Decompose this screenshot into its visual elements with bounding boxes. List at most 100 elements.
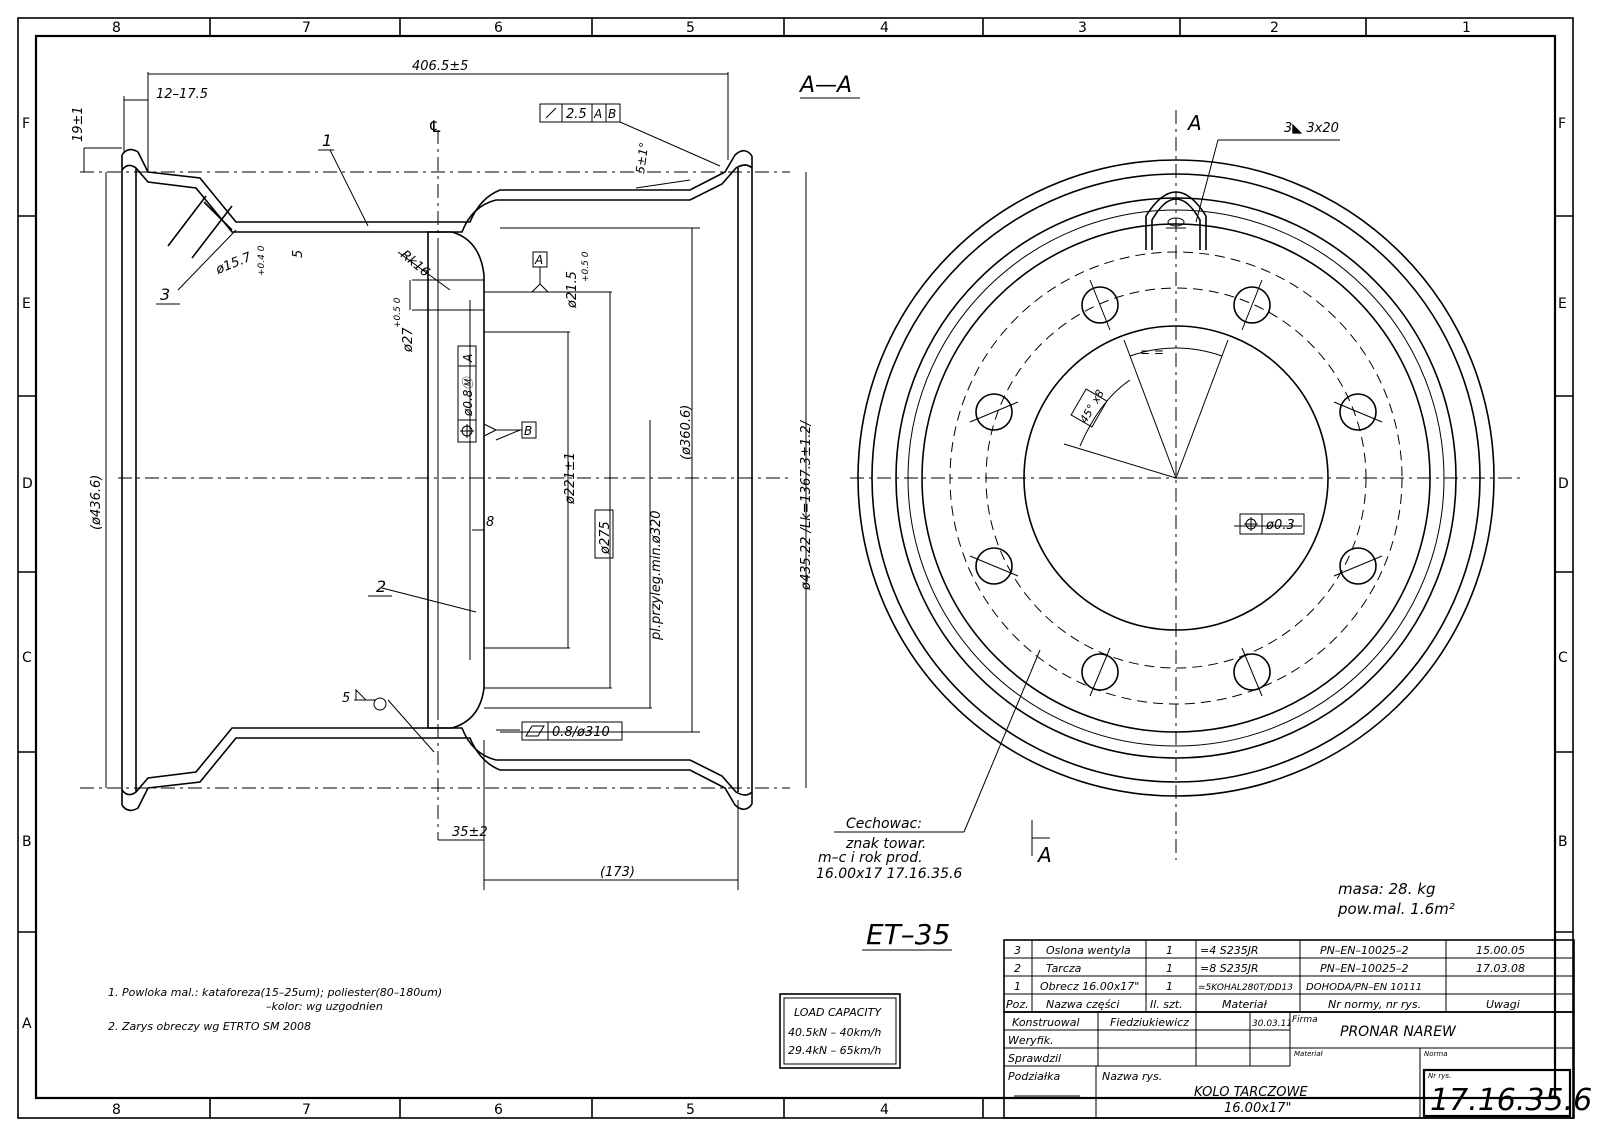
stamp-line-4: 16.00x17 17.16.35.6 (816, 866, 962, 882)
gdt-flatness-frame: 0.8/ø310 (521, 721, 623, 741)
section-title: A—A (798, 73, 852, 98)
stamp-line-1: Cechowac: (846, 816, 922, 832)
zone-col-7-bottom: 7 (302, 1102, 311, 1118)
gdt-flatness-value: 0.8/ø310 (552, 725, 610, 740)
load-capacity-row-1: 40.5kN – 40km/h (788, 1026, 881, 1039)
mass-line: masa: 28. kg (1338, 880, 1435, 898)
tb-nazwa-label: Nazwa rys. (1102, 1070, 1162, 1083)
general-notes: 1. Powloka mal.: kataforeza(15–25um); po… (108, 986, 442, 1033)
weld-symbol-5: 5 (342, 688, 387, 711)
header-pos: Poz. (1006, 998, 1029, 1011)
tb-firma: PRONAR NAREW (1340, 1024, 1457, 1040)
tb-firma-label: Firma (1292, 1015, 1318, 1025)
zone-row-E-right: E (1558, 296, 1567, 312)
zone-row-D-right: D (1558, 476, 1569, 492)
zone-col-4-top: 4 (880, 20, 889, 36)
et-label: ET–35 (866, 918, 950, 951)
zone-col-5-top: 5 (686, 20, 695, 36)
part-2-material: =8 S235JR (1200, 962, 1259, 975)
dim-angle: 5±1° (633, 141, 651, 174)
dim-flange: 12–17.5 (156, 87, 208, 102)
part-2-qty: 1 (1166, 962, 1173, 975)
gdt-position-datum: A (461, 354, 475, 363)
tb-drawing-name-1: KOLO TARCZOWE (1194, 1085, 1308, 1100)
valve-hole-dim: ø15.7 +0.4 0 (213, 245, 267, 278)
tb-sprawdzil: Sprawdzil (1008, 1052, 1061, 1065)
dim-d275-box: ø275 (594, 509, 614, 559)
bolt-hole (1233, 653, 1271, 691)
zone-col-8-top: 8 (112, 20, 121, 36)
part-3-name: Oslona wentyla (1046, 944, 1131, 957)
bolt-holes (969, 279, 1383, 697)
zone-col-5-bottom: 5 (686, 1102, 695, 1118)
zone-col-6-top: 6 (494, 20, 503, 36)
dim-d27: ø27 (401, 327, 416, 353)
gdt-runout-frame: 2.5 A B (539, 103, 621, 123)
section-view-labels: A—A 406.5±5 12–17.5 19±1 2.5 A B 5±1° 1 … (71, 59, 860, 880)
bolt-hole (1081, 653, 1119, 691)
zone-row-D-left: D (22, 476, 33, 492)
bolt-hole (1339, 393, 1377, 431)
tb-norma-label: Norma (1424, 1050, 1448, 1058)
header-name: Nazwa części (1046, 998, 1119, 1011)
part-3-notes: 15.00.05 (1476, 944, 1525, 957)
weld-note: 3◣ 3x20 (1284, 121, 1339, 136)
zone-col-8-bottom: 8 (112, 1102, 121, 1118)
bolt-hole (975, 393, 1013, 431)
centerline-mark: ℄ (428, 117, 442, 136)
tb-drawing-name-2: 16.00x17" (1224, 1101, 1291, 1116)
dim-173: (173) (600, 865, 635, 880)
zone-row-F-left: F (22, 116, 30, 132)
bolt-hole (1339, 547, 1377, 585)
part-label-1: 1 (322, 131, 332, 150)
dim-d275: ø275 (598, 521, 613, 555)
stamp-note: Cechowac: znak towar. m–c i rok prod. 16… (816, 816, 962, 882)
parts-list: 3 Oslona wentyla 1 =4 S235JR PN–EN–10025… (1003, 939, 1575, 1013)
zone-row-C-right: C (1558, 650, 1568, 666)
zone-col-6-bottom: 6 (494, 1102, 503, 1118)
dim-d320: pl.przyleg.min.ø320 (649, 510, 664, 641)
part-label-2: 2 (376, 577, 386, 596)
dim-rk16: Rk16 (397, 248, 432, 281)
mass-info: masa: 28. kg pow.mal. 1.6m² (1337, 880, 1455, 918)
zone-row-A-left: A (22, 1016, 32, 1032)
dim-valve-hole: ø15.7 (213, 250, 254, 278)
bolt-hole (1081, 286, 1119, 324)
dim-d436: (ø436.6) (89, 475, 104, 530)
zone-row-C-left: C (22, 650, 32, 666)
stamp-line-2: znak towar. (845, 836, 926, 852)
dim-8: 8 (486, 515, 494, 530)
header-notes: Uwagi (1486, 998, 1520, 1011)
zone-row-B-left: B (22, 834, 32, 850)
zone-col-2-top: 2 (1270, 20, 1279, 36)
tb-konstruowal: Konstruowal (1012, 1016, 1080, 1029)
gdt-runout-datum-a: A (593, 107, 602, 121)
equal-marks: = = (1140, 345, 1164, 359)
datum-a-marker: A (531, 251, 549, 293)
load-capacity-title: LOAD CAPACITY (794, 1006, 882, 1019)
load-capacity-row-2: 29.4kN – 65km/h (788, 1044, 881, 1057)
tb-material-label: Materiał (1294, 1050, 1323, 1058)
dim-d435: ø435.22 /Lk=1367.3±1.2/ (799, 419, 814, 591)
tb-podzialka: Podziałka (1008, 1070, 1060, 1083)
weld-5-size: 5 (342, 691, 350, 706)
zone-col-3-top: 3 (1078, 20, 1087, 36)
note-1-color: –kolor: wg uzgodnien (266, 1000, 383, 1013)
note-1: 1. Powloka mal.: kataforeza(15–25um); po… (108, 986, 442, 999)
zone-row-B-right: B (1558, 834, 1568, 850)
part-3-norm: PN–EN–10025–2 (1320, 944, 1409, 957)
part-1-norm: DOHODA/PN–EN 10111 (1306, 982, 1422, 993)
part-3-qty: 1 (1166, 944, 1173, 957)
zone-col-1-top: 1 (1462, 20, 1471, 36)
section-view (80, 72, 807, 890)
part-2-name: Tarcza (1046, 962, 1082, 975)
dim-total-width: 406.5±5 (412, 59, 468, 74)
part-2-pos: 2 (1014, 962, 1021, 975)
dim-height-19: 19±1 (71, 106, 86, 142)
dim-35: 35±2 (452, 825, 488, 840)
part-2-norm: PN–EN–10025–2 (1320, 962, 1409, 975)
zone-row-F-right: F (1558, 116, 1566, 132)
part-3-pos: 3 (1014, 944, 1021, 957)
dim-d21-tol: +0.5 0 (581, 251, 591, 282)
